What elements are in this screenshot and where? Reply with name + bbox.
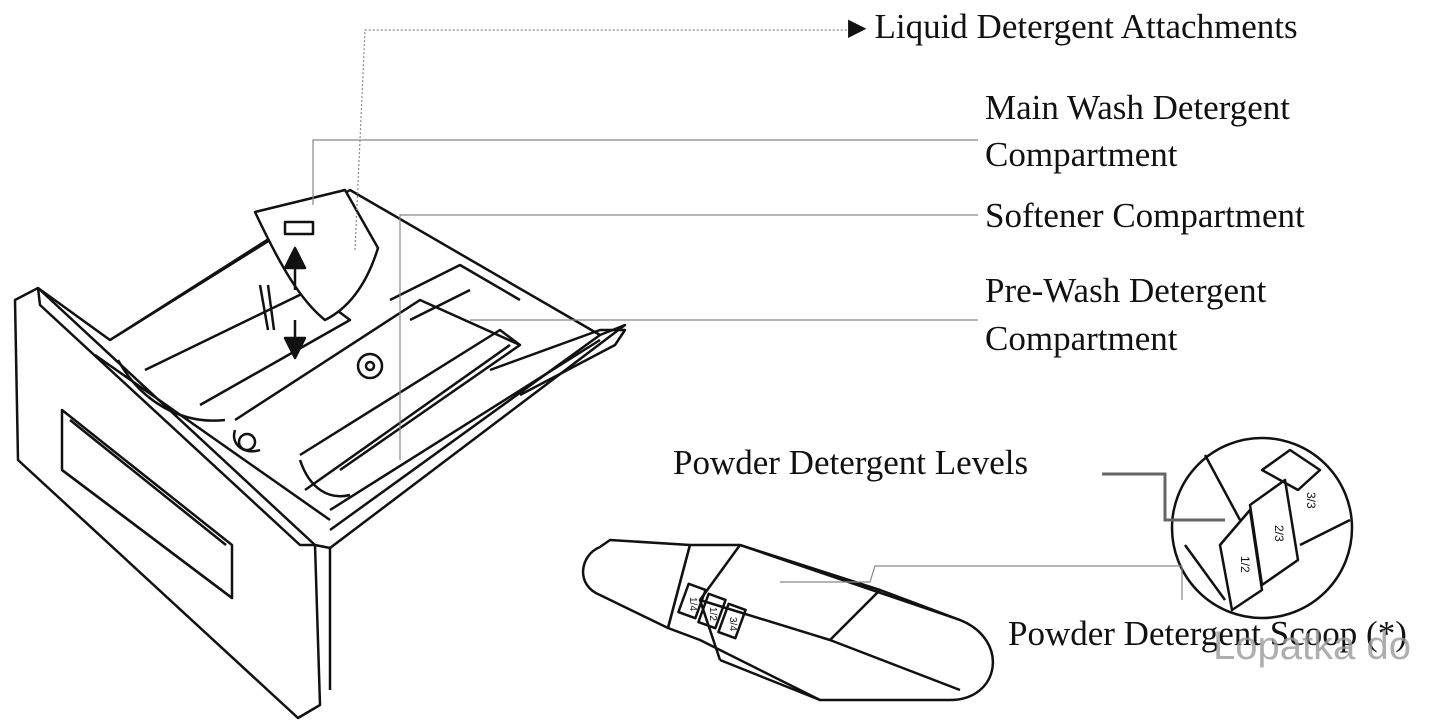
label-liquid-attachments-text: Liquid Detergent Attachments — [874, 7, 1298, 46]
scoop-mark-1: 1/4 — [687, 597, 698, 611]
scoop-mark-3: 3/4 — [727, 617, 738, 631]
powder-scoop — [581, 538, 995, 702]
liquid-detergent-flap — [253, 188, 380, 331]
siphon-rosette — [237, 352, 384, 452]
label-softener: Softener Compartment — [985, 196, 1305, 235]
leader-lines — [312, 29, 1225, 600]
label-prewash-2: Compartment — [985, 319, 1178, 358]
label-main-wash-1: Main Wash Detergent — [985, 88, 1290, 127]
inset-mark-3: 3/3 — [1304, 492, 1318, 509]
inset-mark-2: 2/3 — [1272, 525, 1286, 542]
watermark-text: Lopatka do — [1213, 624, 1411, 668]
scoop-mark-2: 1/2 — [707, 607, 718, 621]
arrow-right-icon: ▶ — [848, 15, 867, 41]
label-main-wash-2: Compartment — [985, 135, 1178, 174]
label-powder-scoop: Powder Detergent Scoop (*) — [1008, 614, 1407, 653]
levels-inset — [1170, 436, 1354, 620]
label-powder-levels: Powder Detergent Levels — [673, 443, 1029, 482]
drawer-front-panel — [13, 286, 322, 720]
label-prewash-1: Pre-Wash Detergent — [985, 271, 1267, 310]
updown-arrows — [283, 246, 307, 360]
label-liquid-attachments: ▶ Liquid Detergent Attachments — [848, 8, 1298, 46]
inset-mark-1: 1/2 — [1238, 556, 1252, 573]
